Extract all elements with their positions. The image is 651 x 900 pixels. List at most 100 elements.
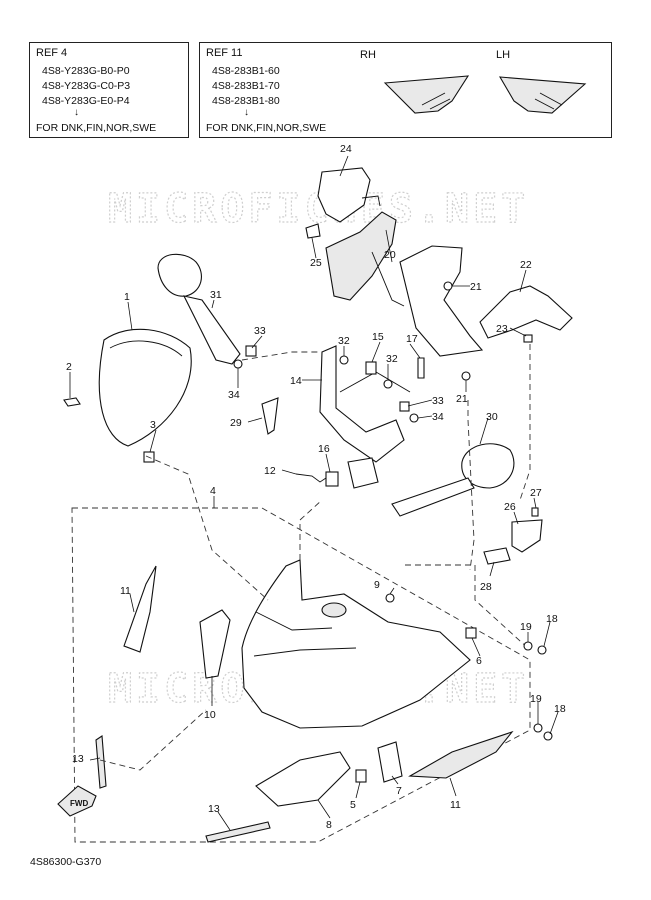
rh-label: RH bbox=[360, 49, 376, 61]
part-34-nut-a bbox=[233, 359, 243, 369]
ref-11-arrow-icon: ↓ bbox=[244, 107, 249, 118]
part-2-bolt bbox=[63, 397, 81, 407]
part-18-screw-b bbox=[543, 731, 553, 741]
ref-4-code-1: 4S8-Y283G-B0-P0 bbox=[42, 65, 130, 77]
part-22-side-cover bbox=[479, 285, 573, 339]
part-5-clip bbox=[355, 769, 367, 783]
part-30-mirror-stem bbox=[391, 477, 475, 517]
callout-19-upper: 19 bbox=[520, 621, 532, 633]
part-7-panel bbox=[377, 741, 403, 783]
rh-decal-stripe bbox=[421, 92, 451, 110]
callout-34-right: 34 bbox=[432, 411, 444, 423]
diagram-code: 4S86300-G370 bbox=[30, 856, 102, 868]
part-20-edge bbox=[371, 251, 405, 307]
part-31-mirror-head bbox=[157, 253, 202, 297]
callout-26: 26 bbox=[504, 501, 516, 513]
callout-10: 10 bbox=[204, 709, 216, 721]
ref-4-title: REF 4 bbox=[36, 47, 68, 59]
part-6-damper bbox=[465, 627, 477, 639]
callout-21-lower: 21 bbox=[456, 393, 468, 405]
part-18-screw-a bbox=[537, 645, 547, 655]
dashed-reference-lines bbox=[99, 344, 531, 771]
part-34-nut-b bbox=[409, 413, 419, 423]
callout-29: 29 bbox=[230, 417, 242, 429]
lh-decal-stripe bbox=[534, 92, 563, 110]
part-1-windscreen bbox=[98, 328, 192, 447]
callout-8: 8 bbox=[326, 819, 332, 831]
part-14-cross-bar bbox=[339, 371, 411, 393]
lh-decal-shape bbox=[498, 76, 587, 114]
callout-9: 9 bbox=[374, 579, 380, 591]
callout-18-lower: 18 bbox=[554, 703, 566, 715]
part-26-bracket bbox=[511, 519, 543, 553]
callout-7: 7 bbox=[396, 785, 402, 797]
part-14-stay bbox=[319, 345, 405, 463]
part-8-lower-cover bbox=[255, 751, 351, 807]
part-25-bracket bbox=[305, 223, 321, 239]
lh-label: LH bbox=[496, 49, 511, 61]
callout-28: 28 bbox=[480, 581, 492, 593]
callout-11-right: 11 bbox=[450, 799, 461, 811]
part-24-tab bbox=[361, 195, 381, 207]
part-29-bracket bbox=[261, 397, 279, 435]
fwd-arrow-icon bbox=[57, 785, 97, 817]
part-33-damper-a bbox=[245, 345, 257, 357]
part-4-front-cowling bbox=[241, 559, 471, 729]
callout-25: 25 bbox=[310, 257, 322, 269]
part-32-collar-a bbox=[339, 355, 349, 365]
callout-18-upper: 18 bbox=[546, 613, 558, 625]
part-9-screw bbox=[385, 593, 395, 603]
ref-4-code-2: 4S8-Y283G-C0-P3 bbox=[42, 80, 131, 92]
part-16-damper bbox=[325, 471, 339, 487]
part-19-washer-b bbox=[533, 723, 543, 733]
callout-16: 16 bbox=[318, 443, 330, 455]
callout-15: 15 bbox=[372, 331, 384, 343]
callout-5: 5 bbox=[350, 799, 356, 811]
part-31-mirror-stem bbox=[182, 295, 241, 365]
callout-31: 31 bbox=[210, 289, 222, 301]
part-4-cowling-lines bbox=[253, 611, 357, 657]
part-11-decal-right bbox=[408, 730, 514, 779]
part-10-cover bbox=[199, 609, 231, 679]
rh-decal-shape bbox=[383, 75, 470, 114]
part-11-decal-left bbox=[123, 565, 157, 653]
callout-2: 2 bbox=[66, 361, 72, 373]
part-19-washer-a bbox=[523, 641, 533, 651]
callout-32-lower: 32 bbox=[386, 353, 398, 365]
side-decal-drawings bbox=[383, 75, 587, 114]
callout-12: 12 bbox=[264, 465, 276, 477]
callout-3: 3 bbox=[150, 419, 156, 431]
ref-4-code-3: 4S8-Y283G-E0-P4 bbox=[42, 95, 130, 107]
part-28-stay bbox=[483, 547, 511, 565]
callout-34-left: 34 bbox=[228, 389, 240, 401]
callout-19-lower: 19 bbox=[530, 693, 542, 705]
callout-22: 22 bbox=[520, 259, 532, 271]
part-16-mount bbox=[347, 457, 379, 489]
callout-13-lower: 13 bbox=[208, 803, 220, 815]
part-13-trim-b bbox=[205, 821, 271, 843]
part-33-damper-b bbox=[399, 401, 410, 412]
part-20-side-panel bbox=[399, 245, 484, 357]
ref-11-code-2: 4S8-283B1-70 bbox=[212, 80, 280, 92]
ref-4-box: REF 4 4S8-Y283G-B0-P0 4S8-Y283G-C0-P3 4S… bbox=[29, 42, 189, 138]
fwd-label: FWD bbox=[70, 799, 88, 808]
cowling-assembly-outline bbox=[71, 507, 531, 843]
callout-11-left: 11 bbox=[120, 585, 131, 597]
callout-leader-lines bbox=[69, 155, 559, 831]
ref-4-arrow-icon: ↓ bbox=[74, 107, 79, 118]
callout-24: 24 bbox=[340, 143, 352, 155]
ref-11-footer: FOR DNK,FIN,NOR,SWE bbox=[206, 122, 327, 134]
ref-11-code-3: 4S8-283B1-80 bbox=[212, 95, 280, 107]
ref-11-title: REF 11 bbox=[206, 47, 243, 59]
callout-21-upper: 21 bbox=[470, 281, 482, 293]
part-1-windscreen-edge bbox=[109, 340, 183, 357]
part-13-trim-a bbox=[95, 735, 107, 789]
part-21-screw-upper bbox=[443, 281, 453, 291]
callout-20: 20 bbox=[384, 249, 396, 261]
callout-23: 23 bbox=[496, 323, 508, 335]
callout-4: 4 bbox=[210, 485, 216, 497]
ref-11-code-1: 4S8-283B1-60 bbox=[212, 65, 280, 77]
callout-14: 14 bbox=[290, 375, 302, 387]
part-23-nut bbox=[523, 334, 533, 343]
